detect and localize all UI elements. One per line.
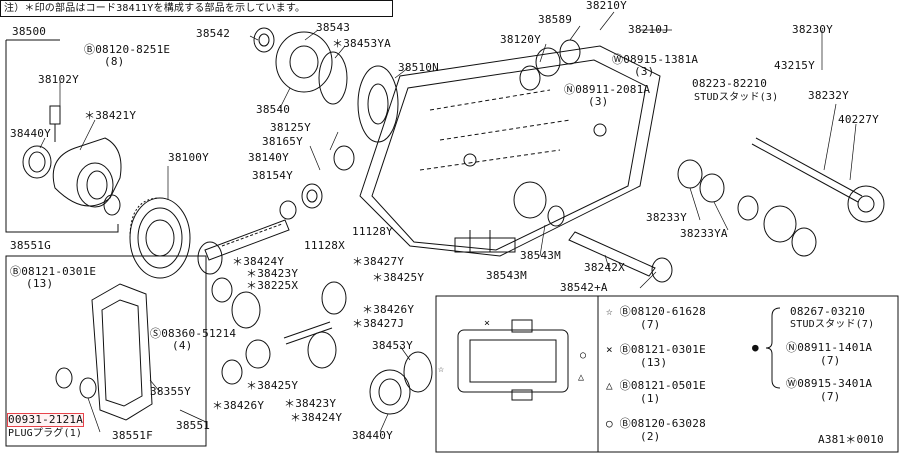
label-38453ya: ＊38453YA [332, 37, 391, 50]
label-qty-4: (4) [172, 339, 193, 352]
legend-part: Ⓑ08120-63028 [619, 417, 706, 430]
label-38427y: ＊38427Y [352, 255, 405, 268]
label-38100y: 38100Y [168, 151, 209, 164]
label-08120-8251e: Ⓑ08120-8251E [84, 43, 171, 56]
label-38540: 38540 [256, 103, 291, 116]
legend-row-4: ○ Ⓑ08120-63028 [606, 418, 706, 430]
legend-right-qty-3: (7) [820, 390, 841, 403]
label-40227y: 40227Y [838, 113, 879, 126]
legend-right-row-1: 08267-03210 [790, 305, 866, 318]
label-11128x: 11128X [304, 239, 345, 252]
label-08360-51214: Ⓢ08360-51214 [150, 327, 237, 340]
label-38355y: 38355Y [150, 385, 191, 398]
legend-part: Ⓑ08121-0301E [619, 343, 706, 356]
legend-symbol: × [606, 343, 613, 356]
label-38233ya: 38233YA [680, 227, 728, 240]
label-38551f: 38551F [112, 429, 153, 442]
marker-triangle-icon: △ [578, 372, 585, 383]
label-38423y-upper: ＊38423Y [246, 267, 299, 280]
label-38232y: 38232Y [808, 89, 849, 102]
label-38589: 38589 [538, 13, 573, 26]
label-08223-82210: 08223-82210 [692, 77, 768, 90]
label-38425y-lower: ＊38425Y [246, 379, 299, 392]
label-qty-3a: (3) [634, 65, 655, 78]
label-plug: PLUGプラグ(1) [8, 428, 83, 439]
label-38440y-upper: 38440Y [10, 127, 51, 140]
legend-right-row-2: Ⓝ08911-1401A [786, 341, 873, 354]
legend-qty-2: (13) [640, 356, 668, 369]
label-38426y-upper: ＊38426Y [362, 303, 415, 316]
label-38551: 38551 [176, 419, 211, 432]
legend-part: Ⓑ08121-0501E [619, 379, 706, 392]
label-38500: 38500 [12, 25, 47, 38]
marker-x-icon: × [484, 318, 491, 329]
marker-circle-icon: ○ [580, 350, 587, 361]
legend-qty-3: (1) [640, 392, 661, 405]
label-38140y: 38140Y [248, 151, 289, 164]
label-38102y: 38102Y [38, 73, 79, 86]
label-stud-3: STUDスタッド(3) [694, 92, 779, 103]
legend-symbol: ○ [606, 417, 613, 430]
label-38425y-upper: ＊38425Y [372, 271, 425, 284]
legend-row-3: △ Ⓑ08121-0501E [606, 380, 706, 392]
label-qty-3b: (3) [588, 95, 609, 108]
label-qty-8: (8) [104, 55, 125, 68]
label-38225x: ＊38225X [246, 279, 299, 292]
label-38424y-lower: ＊38424Y [290, 411, 343, 424]
label-11128y: 11128Y [352, 225, 393, 238]
label-38542a: 38542+A [560, 281, 608, 294]
label-38440y-lower: 38440Y [352, 429, 393, 442]
label-08915-1381a: Ⓦ08915-1381A [612, 53, 699, 66]
legend-bullet: ● [752, 341, 759, 354]
label-38542: 38542 [196, 27, 231, 40]
label-38423y-lower: ＊38423Y [284, 397, 337, 410]
label-08911-2081a: Ⓝ08911-2081A [564, 83, 651, 96]
label-00931-2121a: 00931-2121A [6, 413, 85, 427]
label-38510n: 38510N [398, 61, 439, 74]
label-qty-13: (13) [26, 277, 54, 290]
legend-symbol: △ [606, 379, 613, 392]
legend-part: Ⓑ08120-61628 [619, 305, 706, 318]
legend-row-2: × Ⓑ08121-0301E [606, 344, 706, 356]
label-38125y: 38125Y [270, 121, 311, 134]
label-38165y: 38165Y [262, 135, 303, 148]
label-38421y: ＊38421Y [84, 109, 137, 122]
label-38424y-upper: ＊38424Y [232, 255, 285, 268]
label-38210y: 38210Y [586, 0, 627, 12]
label-38551g: 38551G [10, 239, 51, 252]
label-08121-0301e: Ⓑ08121-0301E [10, 265, 97, 278]
legend-right-row-3: Ⓦ08915-3401A [786, 377, 873, 390]
label-38242x: 38242X [584, 261, 625, 274]
legend-right-qty-2: (7) [820, 354, 841, 367]
label-38210j: 38210J [628, 23, 669, 36]
marker-star-icon: ☆ [438, 364, 445, 375]
label-38154y: 38154Y [252, 169, 293, 182]
drawing-code: A381＊0010 [818, 433, 884, 446]
label-38453y: 38453Y [372, 339, 413, 352]
label-38543: 38543 [316, 21, 351, 34]
legend-row-1: ☆ Ⓑ08120-61628 [606, 306, 706, 318]
label-38426y-lower: ＊38426Y [212, 399, 265, 412]
legend-symbol: ☆ [606, 305, 613, 318]
label-38120y: 38120Y [500, 33, 541, 46]
legend-qty-1: (7) [640, 318, 661, 331]
legend-right-qty-1: STUDスタッド(7) [790, 319, 875, 330]
label-38543m-b: 38543M [486, 269, 527, 282]
label-38230y: 38230Y [792, 23, 833, 36]
label-43215y: 43215Y [774, 59, 815, 72]
legend-qty-4: (2) [640, 430, 661, 443]
header-note: 注）＊印の部品はコード38411Yを構成する部品を示しています。 [4, 3, 306, 14]
label-38427j: ＊38427J [352, 317, 405, 330]
label-38543m-a: 38543M [520, 249, 561, 262]
label-38233y: 38233Y [646, 211, 687, 224]
